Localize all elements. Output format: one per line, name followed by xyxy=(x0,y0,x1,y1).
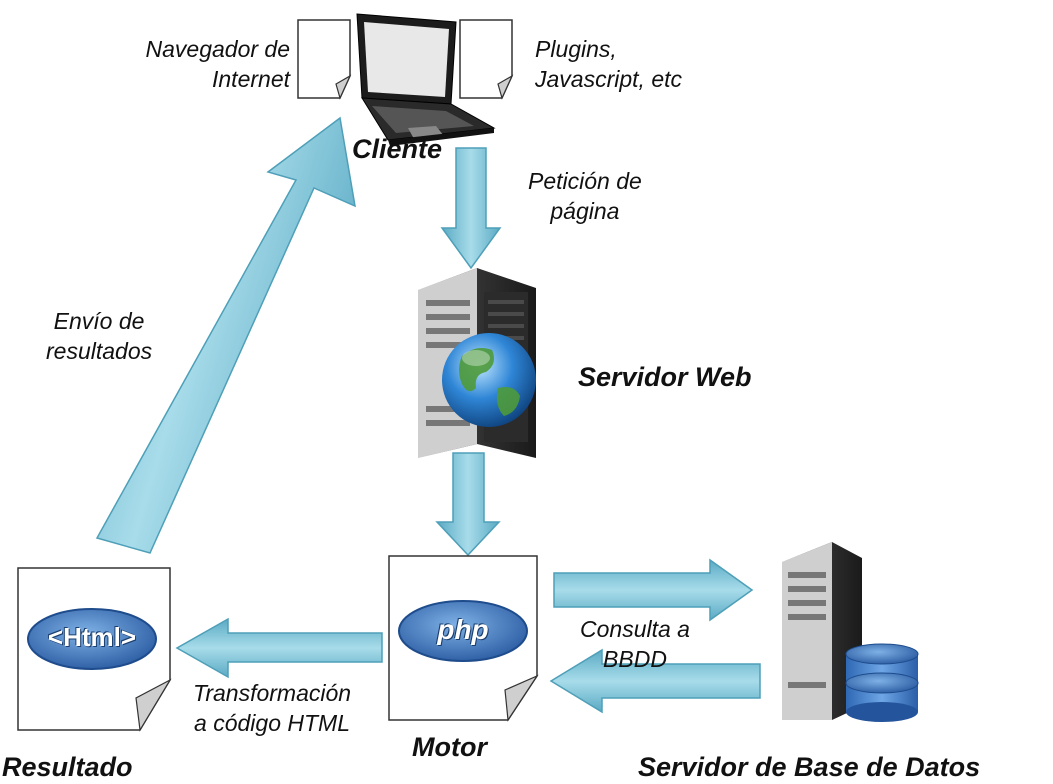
php-badge-label: php xyxy=(437,614,489,645)
transform-arrow xyxy=(175,617,383,679)
globe-icon xyxy=(442,333,536,427)
page-request-label-line1: Petición de xyxy=(528,168,642,194)
db-query-label-line2: BBDD xyxy=(603,646,667,672)
browser-label: Navegador de Internet xyxy=(146,34,291,94)
transform-label-line2: a código HTML xyxy=(194,710,351,736)
send-results-label: Envío de resultados xyxy=(46,306,152,366)
browser-document-icon xyxy=(297,19,352,100)
client-title: Cliente xyxy=(352,134,443,164)
db-query-arrow xyxy=(553,558,754,622)
engine-title: Motor xyxy=(412,732,487,762)
page-request-label-line2: página xyxy=(550,198,620,224)
page-request-arrow xyxy=(440,147,502,270)
plugins-label: Plugins, Javascript, etc xyxy=(535,34,682,94)
page-request-label: Petición de página xyxy=(528,166,642,226)
transform-label-line1: Transformación xyxy=(193,680,352,706)
plugins-label-line2: Javascript, etc xyxy=(535,66,682,92)
html-badge-label: <Html> xyxy=(47,622,137,652)
plugins-document-icon xyxy=(459,19,514,100)
db-server-icon xyxy=(782,542,862,720)
transform-label: Transformación a código HTML xyxy=(193,678,351,738)
send-results-arrow xyxy=(95,116,356,554)
laptop-icon xyxy=(356,13,496,146)
plugins-label-line1: Plugins, xyxy=(535,36,617,62)
db-query-label-line1: Consulta a xyxy=(580,616,690,642)
result-title: Resultado xyxy=(2,752,133,782)
php-badge xyxy=(398,600,528,662)
db-response-arrow xyxy=(549,648,761,714)
browser-label-line1: Navegador de xyxy=(145,36,291,62)
database-cylinder-icon xyxy=(845,643,919,722)
db-server-title: Servidor de Base de Datos xyxy=(638,752,981,782)
db-query-label: Consulta a BBDD xyxy=(580,614,690,674)
send-results-label-line1: Envío de xyxy=(53,308,145,334)
web-server-title: Servidor Web xyxy=(578,362,752,392)
browser-label-line2: Internet xyxy=(212,66,290,92)
web-to-engine-arrow xyxy=(435,452,501,557)
send-results-label-line2: resultados xyxy=(46,338,153,364)
html-badge xyxy=(27,608,157,670)
